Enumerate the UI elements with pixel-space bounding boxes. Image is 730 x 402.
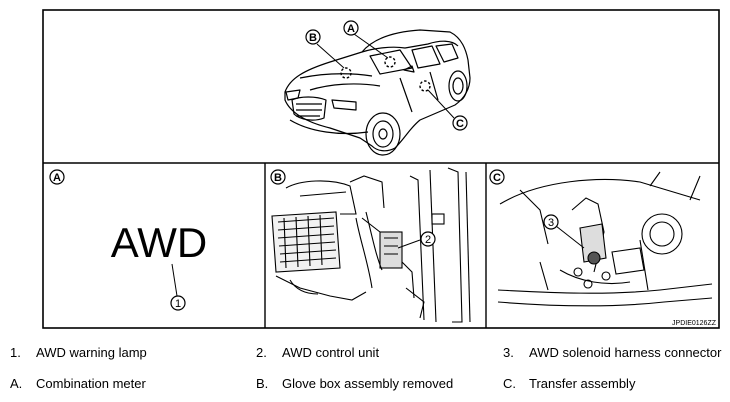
legend-item-2: 2. AWD control unit <box>256 345 379 360</box>
legend-label: Glove box assembly removed <box>282 376 454 391</box>
legend-label: Transfer assembly <box>529 376 636 391</box>
svg-text:3: 3 <box>548 217 554 229</box>
transfer-assembly-illustration <box>497 171 713 307</box>
component-location-diagram: A B C A AWD 1 B <box>42 9 720 329</box>
callout-top-a: A <box>343 20 359 36</box>
svg-text:1: 1 <box>175 298 181 310</box>
location-marker-c <box>419 80 431 92</box>
legend-row-letters: A. Combination meter B. Glove box assembly… <box>0 376 730 396</box>
callout-3: 3 <box>543 214 559 230</box>
outer-frame <box>42 9 720 329</box>
legend-item-a: A. Combination meter <box>10 376 146 391</box>
svg-text:A: A <box>53 172 61 184</box>
legend-row-numbers: 1. AWD warning lamp 2. AWD control unit 3.… <box>0 345 730 365</box>
legend-label: Combination meter <box>36 376 146 391</box>
svg-text:A: A <box>347 23 355 35</box>
location-marker-a <box>384 56 396 68</box>
svg-text:C: C <box>456 118 464 130</box>
panel-b-callout: B <box>270 169 286 185</box>
figure-code: JPDIE0126ZZ <box>672 320 717 327</box>
legend-item-b: B. Glove box assembly removed <box>256 376 453 391</box>
legend-label: AWD control unit <box>282 345 380 360</box>
leader-3 <box>555 225 585 249</box>
callout-2: 2 <box>420 231 436 247</box>
leader-a <box>353 33 389 59</box>
location-marker-b <box>340 67 352 79</box>
svg-text:B: B <box>309 32 317 44</box>
callout-top-b: B <box>305 29 321 45</box>
legend-letter: C. <box>503 376 516 391</box>
legend-item-1: 1. AWD warning lamp <box>10 345 147 360</box>
legend-label: AWD solenoid harness connector <box>529 345 722 360</box>
svg-text:B: B <box>274 172 282 184</box>
legend-letter: A. <box>10 376 23 391</box>
legend-item-3: 3. AWD solenoid harness connector <box>503 345 721 360</box>
panel-a-callout: A <box>49 169 65 185</box>
awd-warning-lamp-text: AWD <box>111 219 207 266</box>
legend-item-c: C. Transfer assembly <box>503 376 635 391</box>
leader-c <box>427 89 455 119</box>
legend-label: AWD warning lamp <box>36 345 147 360</box>
leader-1 <box>171 263 178 297</box>
legend-number: 3. <box>503 345 514 360</box>
svg-text:C: C <box>493 172 501 184</box>
glove-box-area-illustration <box>271 167 471 323</box>
callout-top-c: C <box>452 115 468 131</box>
legend-number: 1. <box>10 345 21 360</box>
leader-2 <box>397 239 421 249</box>
panel-c-callout: C <box>489 169 505 185</box>
svg-text:2: 2 <box>425 234 431 246</box>
callout-1: 1 <box>170 295 186 311</box>
legend-number: 2. <box>256 345 267 360</box>
leader-b <box>316 43 345 69</box>
vehicle-illustration <box>284 29 471 156</box>
legend-letter: B. <box>256 376 269 391</box>
